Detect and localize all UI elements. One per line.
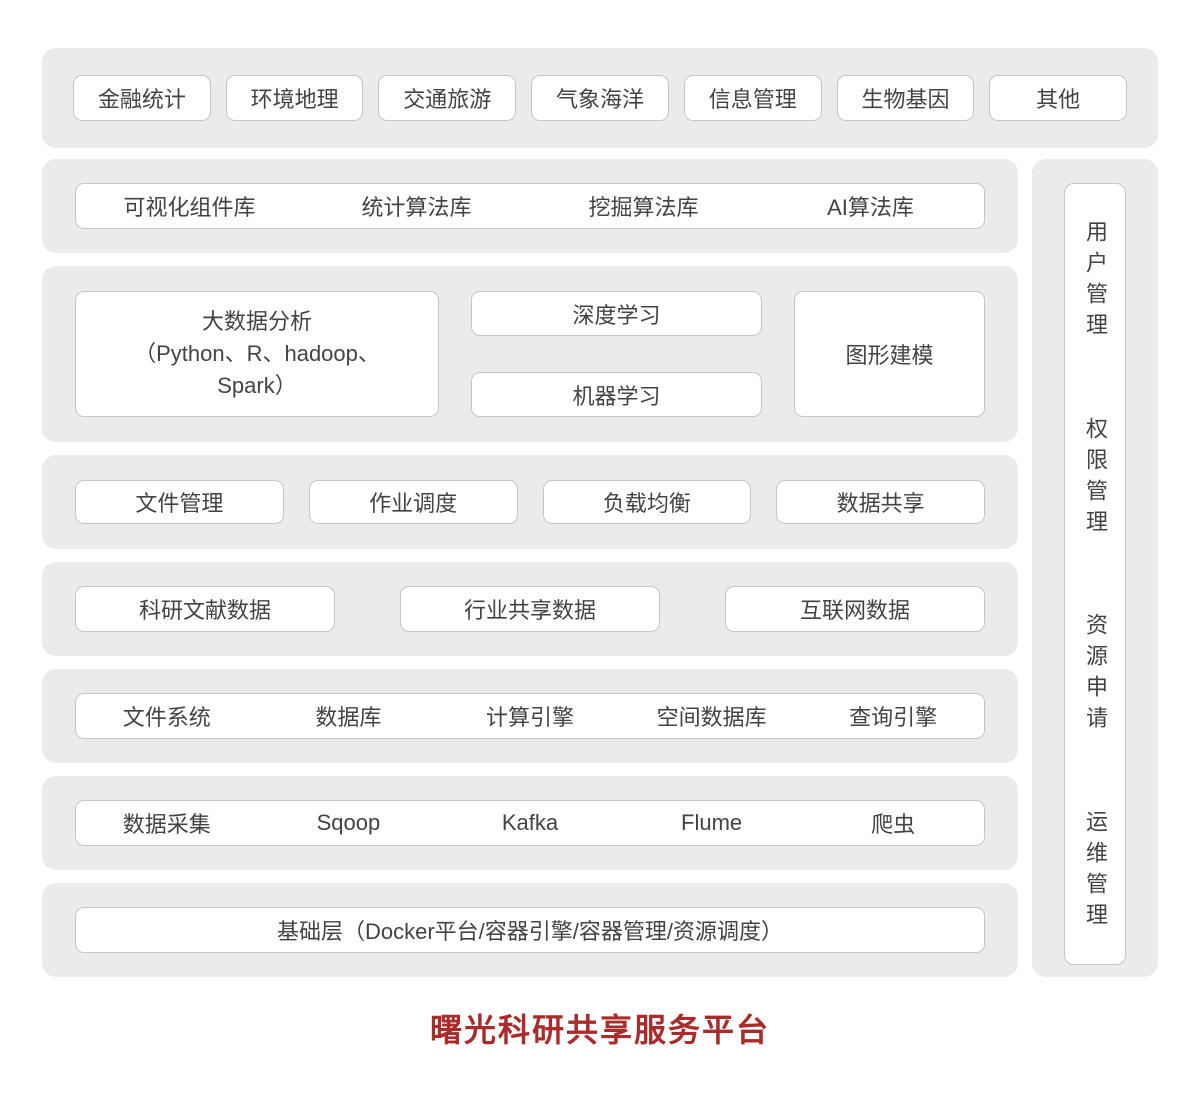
layer-analysis: 大数据分析 （Python、R、hadoop、 Spark） 深度学习 机器学习… [42,266,1018,442]
machine-learning-node: 机器学习 [470,372,763,417]
data-collection-box: 数据采集 Sqoop Kafka Flume 爬虫 [75,800,985,846]
file-management-node: 文件管理 [75,480,284,524]
flume-label: Flume [681,810,743,835]
kafka-label: Kafka [501,810,559,835]
internet-data-node: 互联网数据 [725,586,985,632]
domain-node-traffic: 交通旅游 [378,75,517,121]
domain-node-biology: 生物基因 [836,75,975,121]
algo-lib-mining: 挖掘算法库 [588,195,699,220]
domain-node-finance: 金融统计 [73,75,211,121]
research-literature-node: 科研文献数据 [75,586,335,632]
user-management-label: 用户管理 [1083,220,1108,344]
layer-platform-services: 文件管理 作业调度 负载均衡 数据共享 [42,455,1018,549]
bigdata-analysis-line2: （Python、R、hadoop、 [134,341,380,367]
permission-management-label: 权限管理 [1083,416,1108,541]
infrastructure-label: 基础层（Docker平台/容器引擎/容器管理/资源调度） [276,919,784,944]
domain-node-information: 信息管理 [683,75,822,121]
algo-lib-ai: AI算法库 [827,195,914,220]
layer-infrastructure: 基础层（Docker平台/容器引擎/容器管理/资源调度） [42,883,1018,977]
domain-node-meteorology: 气象海洋 [531,75,669,121]
operations-management-label: 运维管理 [1083,809,1108,934]
query-engine-label: 查询引擎 [849,705,938,730]
job-scheduling-node: 作业调度 [308,480,518,524]
learning-nodes: 深度学习 机器学习 [470,291,763,417]
bigdata-analysis-line1: 大数据分析 [201,309,312,335]
main-area: 可视化组件库 统计算法库 挖掘算法库 AI算法库 大数据分析 （Python、R… [42,159,1158,977]
algo-lib-visualization: 可视化组件库 [123,195,256,220]
sidebar-management: 用户管理 权限管理 资源申请 运维管理 [1032,159,1158,977]
algo-lib-statistics: 统计算法库 [361,195,472,220]
layer-stack: 可视化组件库 统计算法库 挖掘算法库 AI算法库 大数据分析 （Python、R… [42,159,1018,977]
infrastructure-box: 基础层（Docker平台/容器引擎/容器管理/资源调度） [75,907,985,953]
layer-algorithm-libs: 可视化组件库 统计算法库 挖掘算法库 AI算法库 [42,159,1018,253]
layer-app-domains: 金融统计 环境地理 交通旅游 气象海洋 信息管理 生物基因 其他 [42,48,1158,148]
resource-application-label: 资源申请 [1083,613,1108,738]
storage-engines-box: 文件系统 数据库 计算引擎 空间数据库 查询引擎 [75,693,985,739]
data-sharing-node: 数据共享 [776,480,985,524]
layer-data-collection: 数据采集 Sqoop Kafka Flume 爬虫 [42,776,1018,870]
algorithm-libs-box: 可视化组件库 统计算法库 挖掘算法库 AI算法库 [75,183,985,229]
file-system-label: 文件系统 [122,705,211,730]
sqoop-label: Sqoop [316,810,381,835]
graph-modeling-node: 图形建模 [793,291,985,417]
domain-node-other: 其他 [989,75,1128,121]
crawler-label: 爬虫 [871,812,916,837]
domain-node-environment: 环境地理 [225,75,364,121]
diagram-title: 曙光科研共享服务平台 [429,1012,770,1048]
load-balancing-node: 负载均衡 [542,480,752,524]
bigdata-analysis-line3: Spark） [217,372,297,398]
layer-storage-engines: 文件系统 数据库 计算引擎 空间数据库 查询引擎 [42,669,1018,763]
data-collection-label: 数据采集 [122,812,211,837]
layer-shared-data: 科研文献数据 行业共享数据 互联网数据 [42,562,1018,656]
compute-engine-label: 计算引擎 [485,705,574,730]
spatial-database-label: 空间数据库 [656,705,767,730]
deep-learning-node: 深度学习 [470,291,763,336]
management-box: 用户管理 权限管理 资源申请 运维管理 [1064,183,1126,965]
industry-shared-node: 行业共享数据 [400,586,660,632]
database-label: 数据库 [315,705,382,730]
bigdata-analysis-node: 大数据分析 （Python、R、hadoop、 Spark） [75,291,439,417]
